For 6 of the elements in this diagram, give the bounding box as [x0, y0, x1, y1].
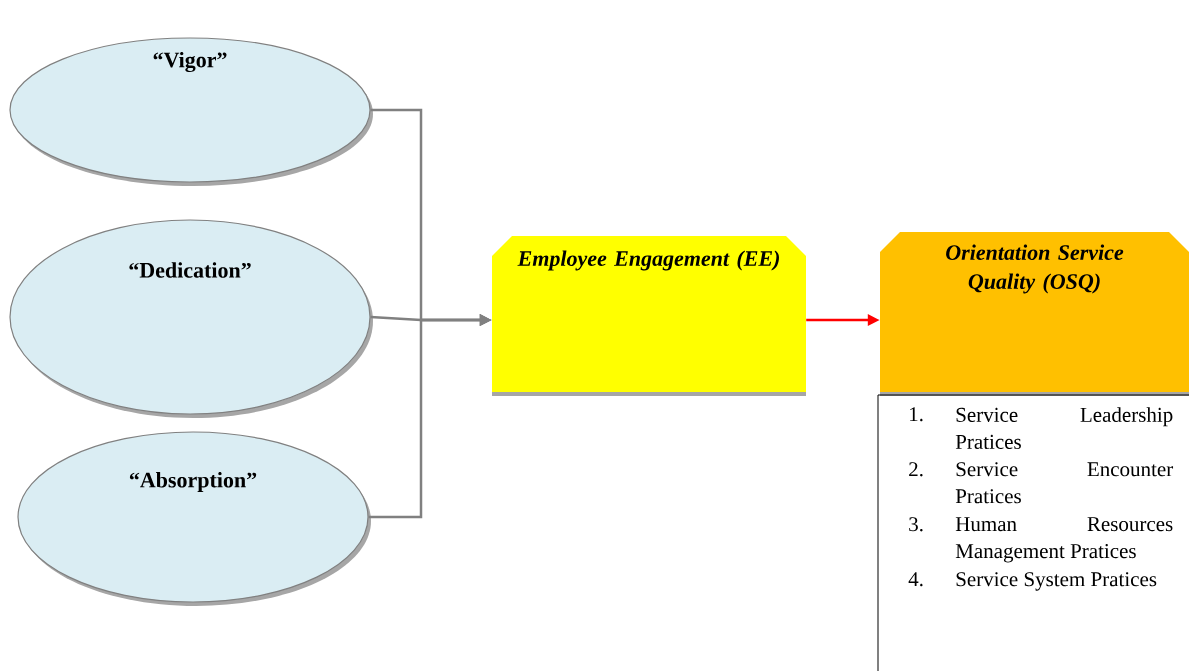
process-box: Orientation Service Quality (OSQ) [880, 232, 1189, 396]
ellipse-node: “Vigor” [9, 37, 373, 186]
ellipse-node: “Dedication” [9, 219, 373, 418]
process-box: Employee Engagement (EE) [492, 236, 806, 396]
list-box: 1. Service Leadership Pratices 2. Service Encounter Pratices 3. Human Resources Management Pratices 4. Service System Pratices [877, 394, 1189, 671]
ellipse-node: “Absorption” [17, 431, 371, 606]
